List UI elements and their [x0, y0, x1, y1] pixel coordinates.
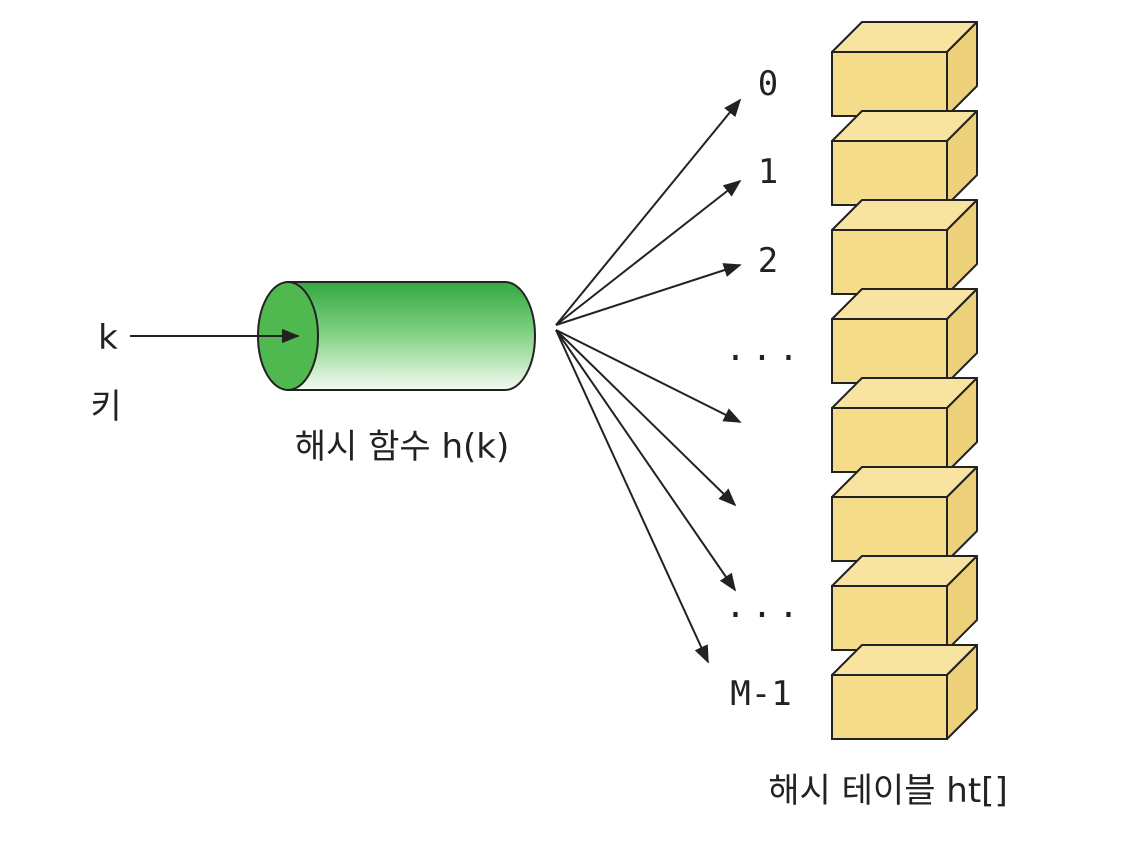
bucket-front-face: [831, 229, 948, 295]
index-label-ellipsis-upper: ...: [725, 329, 804, 369]
cylinder-body: [287, 281, 536, 391]
hash-bucket: [831, 288, 978, 384]
hash-function-label: 해시 함수 h(k): [295, 427, 510, 467]
arrow-to-index-2: [555, 263, 742, 326]
arrow-to-index-1: [555, 179, 742, 326]
hash-bucket: [831, 644, 978, 740]
arrow-to-index-0: [555, 98, 742, 326]
hash-function-cylinder: [257, 281, 536, 391]
key-symbol: k: [98, 318, 118, 358]
bucket-front-face: [831, 318, 948, 384]
key-label: 키: [90, 387, 121, 427]
index-label-2: 2: [758, 241, 778, 281]
bucket-front-face: [831, 51, 948, 117]
hash-bucket: [831, 555, 978, 651]
output-arrows: [555, 98, 742, 664]
arrow-to-index-last: [555, 329, 709, 664]
arrow-to-middle-c: [555, 329, 737, 592]
hash-table-label: 해시 테이블 ht[]: [768, 771, 1007, 811]
bucket-front-face: [831, 585, 948, 651]
index-label-0: 0: [758, 64, 778, 104]
bucket-front-face: [831, 496, 948, 562]
index-label-ellipsis-lower: ...: [725, 586, 804, 626]
bucket-front-face: [831, 140, 948, 206]
hash-table: [831, 21, 978, 740]
hash-bucket: [831, 377, 978, 473]
hash-bucket: [831, 110, 978, 206]
index-labels: 0 1 2 ... ... M-1: [725, 64, 804, 714]
bucket-front-face: [831, 674, 948, 740]
arrow-to-middle-a: [555, 329, 742, 423]
hash-bucket: [831, 466, 978, 562]
index-label-last: M-1: [730, 674, 791, 714]
hash-bucket: [831, 21, 978, 117]
index-label-1: 1: [758, 152, 778, 192]
arrow-to-middle-b: [555, 329, 737, 507]
hash-bucket: [831, 199, 978, 295]
bucket-front-face: [831, 407, 948, 473]
